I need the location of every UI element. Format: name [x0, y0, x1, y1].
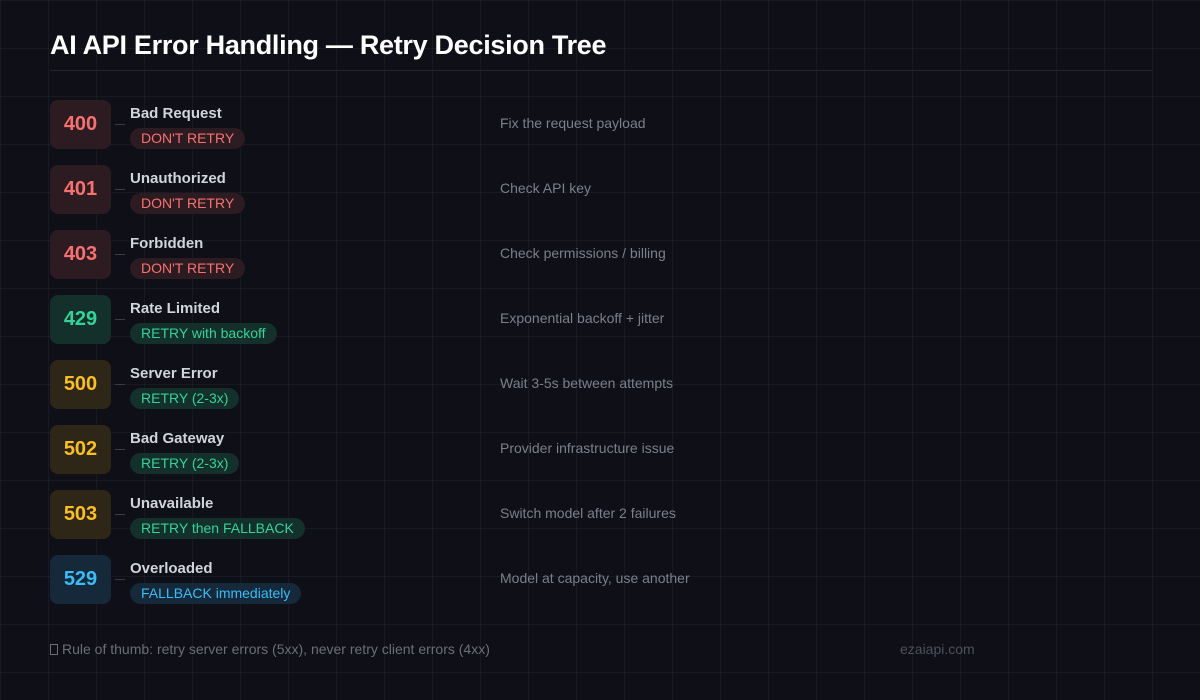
error-description: Model at capacity, use another: [500, 570, 690, 586]
error-label: Forbidden: [130, 235, 204, 252]
connector-line: [115, 449, 125, 450]
status-code-badge: 500: [50, 360, 111, 409]
error-label: Bad Gateway: [130, 430, 225, 447]
status-code-badge: 503: [50, 490, 111, 539]
error-row-400: 400 Bad Request DON'T RETRY Fix the requ…: [50, 100, 1150, 165]
status-code-badge: 403: [50, 230, 111, 279]
error-row-429: 429 Rate Limited RETRY with backoff Expo…: [50, 295, 1150, 360]
connector-line: [115, 384, 125, 385]
connector-line: [115, 579, 125, 580]
connector-line: [115, 514, 125, 515]
connector-line: [115, 124, 125, 125]
error-row-401: 401 Unauthorized DON'T RETRY Check API k…: [50, 165, 1150, 230]
missing-glyph-icon: [50, 644, 58, 655]
error-description: Switch model after 2 failures: [500, 505, 676, 521]
status-code-badge: 401: [50, 165, 111, 214]
error-description: Exponential backoff + jitter: [500, 310, 665, 326]
action-badge: RETRY (2-3x): [130, 453, 240, 474]
error-label: Unavailable: [130, 495, 214, 512]
action-badge: RETRY then FALLBACK: [130, 518, 305, 539]
action-badge: DON'T RETRY: [130, 193, 246, 214]
error-description: Wait 3-5s between attempts: [500, 375, 674, 391]
error-label: Overloaded: [130, 560, 213, 577]
title-divider: [50, 70, 1152, 71]
error-label: Server Error: [130, 365, 218, 382]
error-row-503: 503 Unavailable RETRY then FALLBACK Swit…: [50, 490, 1150, 555]
action-badge: RETRY (2-3x): [130, 388, 240, 409]
footer-note: Rule of thumb: retry server errors (5xx)…: [50, 641, 490, 657]
status-code-badge: 400: [50, 100, 111, 149]
decision-tree: 400 Bad Request DON'T RETRY Fix the requ…: [50, 100, 1150, 620]
error-row-502: 502 Bad Gateway RETRY (2-3x) Provider in…: [50, 425, 1150, 490]
connector-line: [115, 319, 125, 320]
action-badge: DON'T RETRY: [130, 128, 246, 149]
error-label: Rate Limited: [130, 300, 221, 317]
error-label: Bad Request: [130, 105, 222, 122]
action-badge: FALLBACK immediately: [130, 583, 302, 604]
status-code-badge: 502: [50, 425, 111, 474]
action-badge: RETRY with backoff: [130, 323, 277, 344]
connector-line: [115, 254, 125, 255]
error-label: Unauthorized: [130, 170, 226, 187]
footer-note-text: Rule of thumb: retry server errors (5xx)…: [62, 641, 490, 657]
error-row-403: 403 Forbidden DON'T RETRY Check permissi…: [50, 230, 1150, 295]
error-description: Provider infrastructure issue: [500, 440, 675, 456]
error-description: Check API key: [500, 180, 592, 196]
connector-line: [115, 189, 125, 190]
error-description: Check permissions / billing: [500, 245, 666, 261]
error-row-500: 500 Server Error RETRY (2-3x) Wait 3-5s …: [50, 360, 1150, 425]
error-description: Fix the request payload: [500, 115, 646, 131]
brand-watermark: ezaiapi.com: [900, 641, 975, 657]
page-title: AI API Error Handling — Retry Decision T…: [50, 30, 607, 60]
error-row-529: 529 Overloaded FALLBACK immediately Mode…: [50, 555, 1150, 620]
status-code-badge: 429: [50, 295, 111, 344]
status-code-badge: 529: [50, 555, 111, 604]
action-badge: DON'T RETRY: [130, 258, 246, 279]
